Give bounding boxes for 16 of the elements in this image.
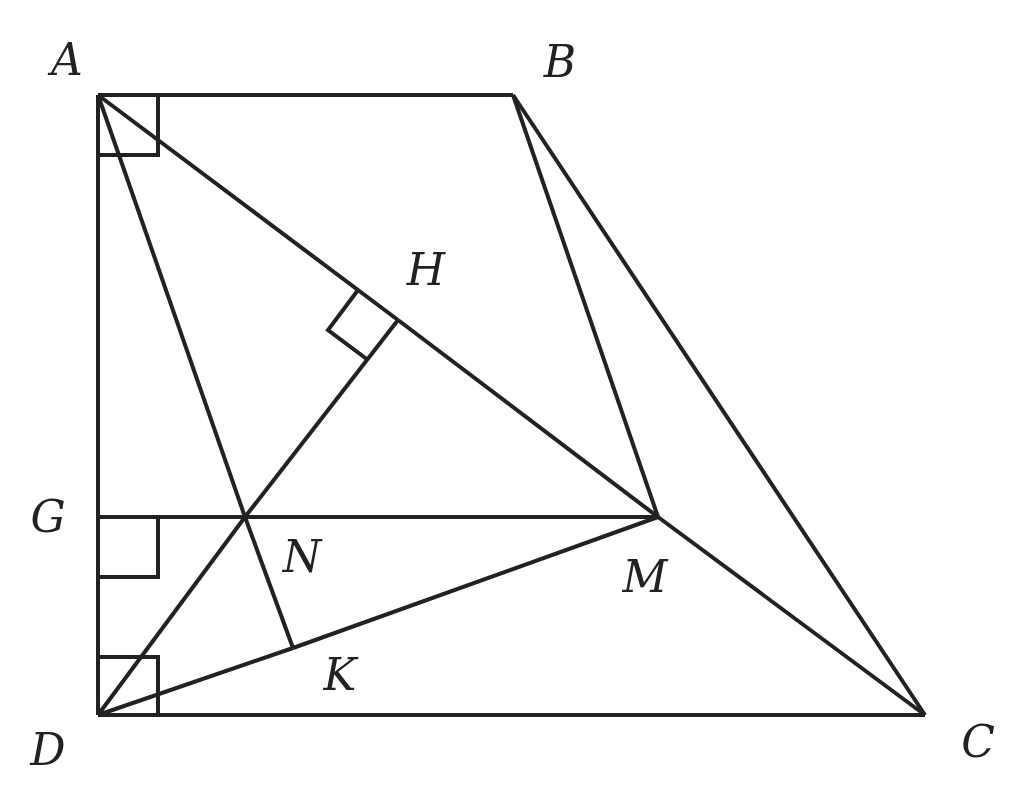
line-segment: [656, 515, 927, 717]
line-segment: [511, 94, 660, 518]
point-label: B: [543, 40, 577, 84]
point-label: H: [406, 248, 446, 292]
point-label: K: [323, 653, 357, 697]
line-segment: [98, 515, 245, 519]
line-segment: [98, 93, 513, 97]
line-segment: [96, 95, 100, 517]
line-segment: [96, 517, 100, 715]
line-segment: [98, 713, 925, 717]
point-label: G: [30, 495, 66, 539]
point-label: M: [622, 555, 668, 599]
point-label: N: [282, 535, 322, 579]
point-label: C: [961, 720, 995, 764]
line-segment: [243, 516, 295, 649]
point-label: D: [30, 728, 66, 772]
